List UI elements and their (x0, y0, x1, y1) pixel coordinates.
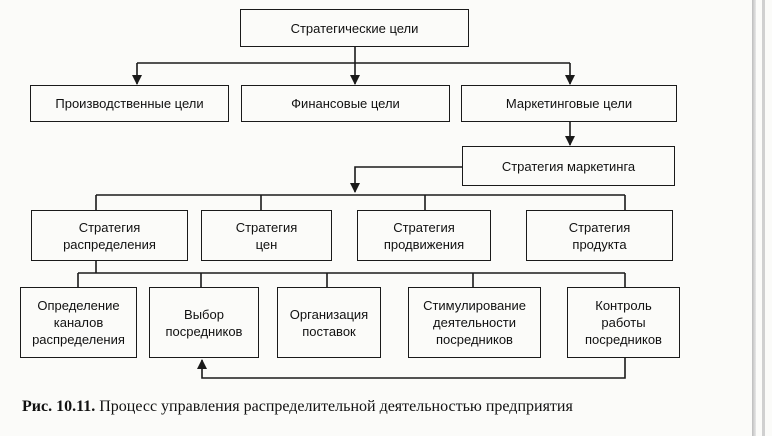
figure-caption-text: Процесс управления распределительной дея… (99, 398, 573, 415)
box-price-strategy: Стратегия цен (201, 210, 332, 261)
label-intermediary-control: Контроль работы посредников (585, 298, 662, 347)
page-edge (752, 0, 756, 436)
box-marketing-goals: Маркетинговые цели (461, 85, 677, 122)
box-distribution-strategy: Стратегия распределения (31, 210, 188, 261)
label-strategic-goals: Стратегические цели (290, 20, 419, 36)
box-strategic-goals: Стратегические цели (240, 9, 469, 47)
box-promotion-strategy: Стратегия продвижения (357, 210, 491, 261)
box-production-goals: Производственные цели (30, 85, 229, 122)
box-channel-definition: Определение каналов распределения (20, 287, 137, 358)
label-intermediary-selection: Выбор посредников (165, 306, 243, 339)
box-marketing-strategy: Стратегия маркетинга (462, 146, 675, 186)
arrow-strategy-elbow (350, 166, 462, 193)
label-price-strategy: Стратегия цен (235, 219, 298, 252)
label-production-goals: Производственные цели (55, 96, 204, 111)
label-intermediary-stimulation: Стимулирование деятельности посредников (423, 298, 526, 347)
figure-caption: Рис. 10.11. Процесс управления распредел… (22, 398, 573, 416)
label-promotion-strategy: Стратегия продвижения (383, 219, 465, 252)
label-distribution-strategy: Стратегия распределения (63, 219, 156, 252)
label-financial-goals: Финансовые цели (291, 96, 400, 111)
label-product-strategy: Стратегия продукта (568, 219, 631, 252)
arrow-feedback-loop (197, 358, 626, 379)
label-marketing-goals: Маркетинговые цели (505, 96, 633, 111)
box-intermediary-stimulation: Стимулирование деятельности посредников (408, 287, 541, 358)
label-marketing-strategy: Стратегия маркетинга (501, 158, 636, 174)
box-financial-goals: Финансовые цели (241, 85, 450, 122)
box-intermediary-control: Контроль работы посредников (567, 287, 680, 358)
label-channel-definition: Определение каналов распределения (32, 298, 125, 347)
box-supply-organization: Организация поставок (277, 287, 381, 358)
page-edge-inner (762, 0, 765, 436)
box-product-strategy: Стратегия продукта (526, 210, 673, 261)
box-intermediary-selection: Выбор посредников (149, 287, 259, 358)
label-supply-organization: Организация поставок (289, 306, 369, 339)
figure-number: Рис. 10.11. (22, 398, 96, 415)
